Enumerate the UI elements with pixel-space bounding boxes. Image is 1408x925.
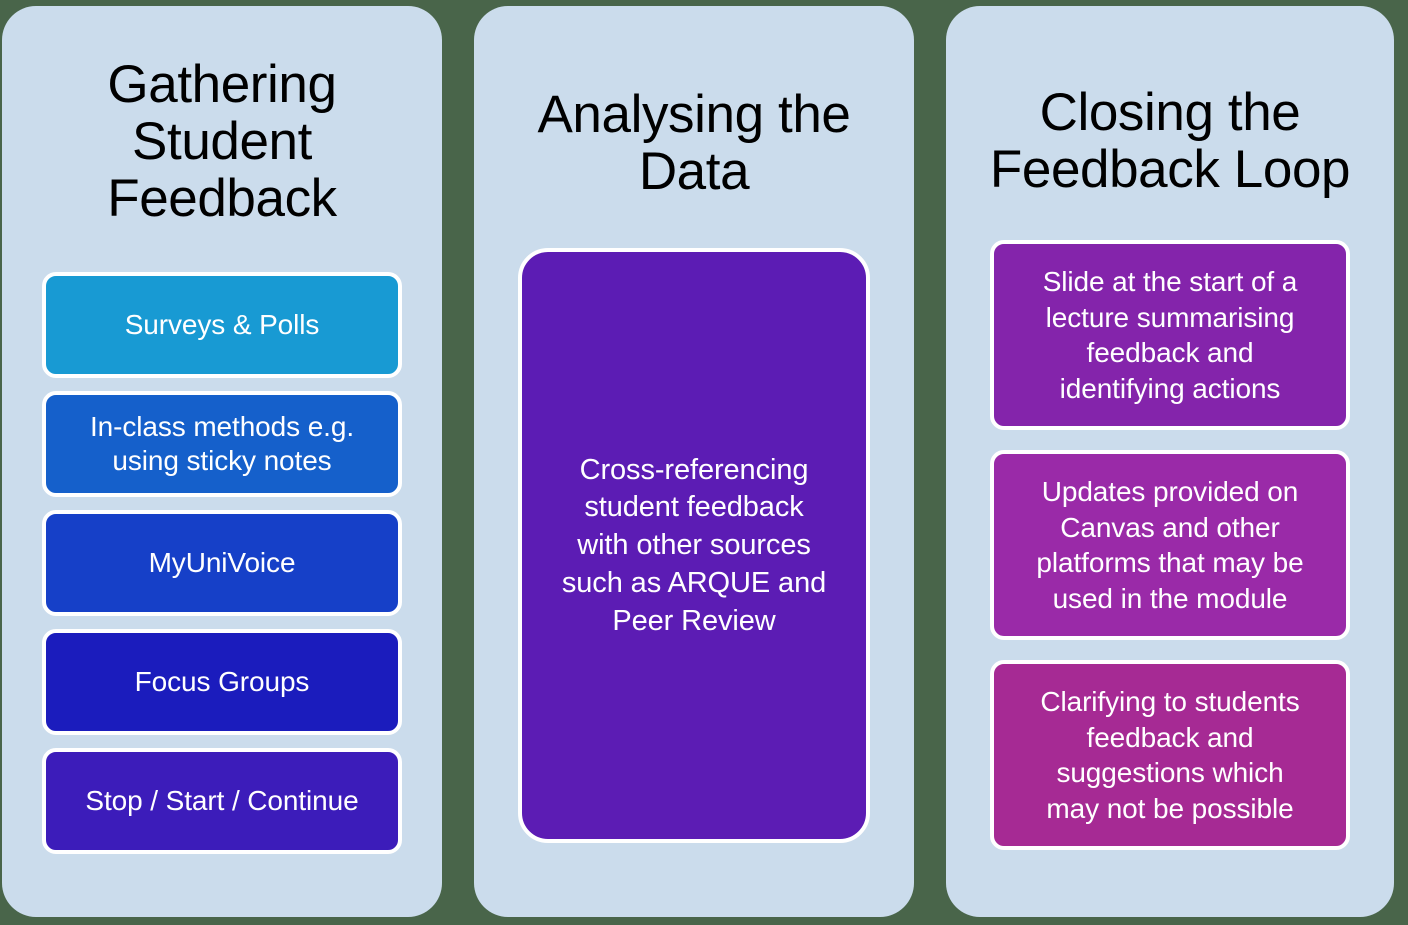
chip-surveys-and-polls[interactable]: Surveys & Polls [42,271,402,378]
chip-label: MyUniVoice [148,546,296,578]
chip-label: Cross-referencing student feedback with … [561,453,827,637]
column-1-items: Surveys & Polls In-class methods e.g. us… [24,271,420,887]
chip-label: In-class methods e.g. using sticky notes [89,410,355,476]
column-gathering-student-feedback: Gathering Student Feedback Surveys & Pol… [2,6,442,917]
chip-label: Stop / Start / Continue [85,784,359,816]
column-title-closing-the-feedback-loop: Closing the Feedback Loop [989,83,1351,200]
chip-label: Focus Groups [134,665,310,697]
chip-updates-provided-on-canvas[interactable]: Updates provided on Canvas and other pla… [990,450,1350,641]
chip-label: Surveys & Polls [124,308,320,340]
column-title-analysing-the-data: Analysing the Data [537,85,851,202]
chip-focus-groups[interactable]: Focus Groups [42,628,402,735]
chip-label: Updates provided on Canvas and other pla… [1036,476,1304,615]
column-closing-the-feedback-loop: Closing the Feedback Loop Slide at the s… [946,6,1394,917]
chip-label: Clarifying to students feedback and sugg… [1040,686,1300,825]
chip-slide-at-start-of-lecture[interactable]: Slide at the start of a lecture summaris… [990,240,1350,431]
column-analysing-the-data: Analysing the Data Cross-referencing stu… [474,6,914,917]
chip-in-class-methods[interactable]: In-class methods e.g. using sticky notes [42,390,402,497]
column-title-gathering-student-feedback: Gathering Student Feedback [107,55,337,229]
chip-stop-start-continue[interactable]: Stop / Start / Continue [42,747,402,854]
chip-myunivoice[interactable]: MyUniVoice [42,509,402,616]
chip-clarifying-to-students[interactable]: Clarifying to students feedback and sugg… [990,660,1350,851]
column-2-items: Cross-referencing student feedback with … [496,248,892,887]
chip-cross-referencing-student-feedback[interactable]: Cross-referencing student feedback with … [518,248,870,844]
column-3-items: Slide at the start of a lecture summaris… [966,240,1374,887]
chip-label: Slide at the start of a lecture summaris… [1042,266,1298,405]
